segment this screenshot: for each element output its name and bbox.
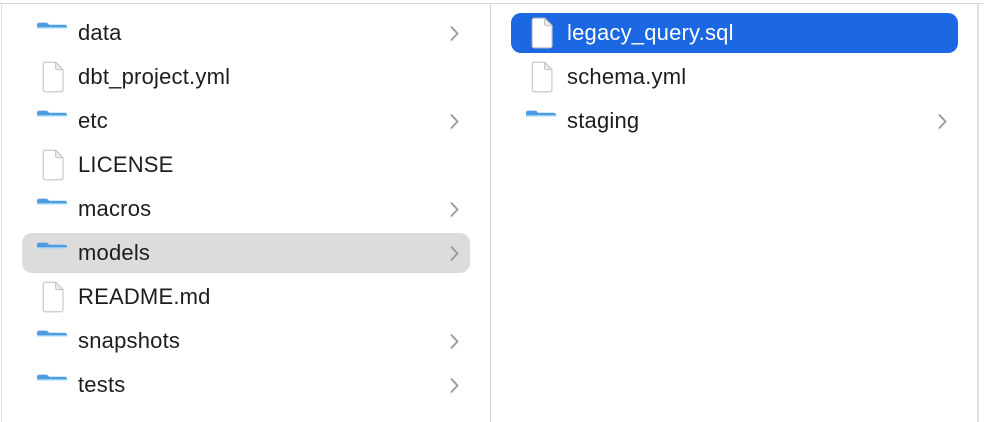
chevron-right-icon: [450, 25, 459, 42]
chevron-right-icon: [450, 245, 459, 262]
folder-icon: [35, 196, 69, 223]
file-label: schema.yml: [567, 64, 687, 89]
file-label: data: [78, 20, 122, 45]
row-models[interactable]: models: [22, 233, 470, 273]
file-label: staging: [567, 108, 640, 133]
row-dbt-project-yml[interactable]: dbt_project.yml: [22, 57, 470, 97]
row-legacy-query-sql[interactable]: legacy_query.sql: [511, 13, 958, 53]
row-staging[interactable]: staging: [511, 101, 958, 141]
file-label: LICENSE: [78, 152, 174, 177]
row-schema-yml[interactable]: schema.yml: [511, 57, 958, 97]
row-snapshots[interactable]: snapshots: [22, 321, 470, 361]
folder-icon: [35, 328, 69, 355]
file-label: models: [78, 240, 151, 265]
toolbar-divider: [0, 3, 984, 4]
folder-icon: [35, 108, 69, 135]
file-icon: [35, 281, 69, 313]
file-icon: [524, 17, 558, 49]
chevron-right-icon: [450, 201, 459, 218]
file-label: legacy_query.sql: [567, 20, 734, 45]
chevron-right-icon: [450, 377, 459, 394]
row-macros[interactable]: macros: [22, 189, 470, 229]
file-label: tests: [78, 372, 126, 397]
folder-icon: [35, 20, 69, 47]
file-icon: [524, 61, 558, 93]
column-divider[interactable]: [490, 4, 491, 422]
row-tests[interactable]: tests: [22, 365, 470, 405]
row-etc[interactable]: etc: [22, 101, 470, 141]
row-license[interactable]: LICENSE: [22, 145, 470, 185]
column-right: legacy_query.sql schema.yml staging: [491, 11, 978, 143]
folder-icon: [35, 240, 69, 267]
chevron-right-icon: [450, 333, 459, 350]
chevron-right-icon: [450, 113, 459, 130]
file-label: snapshots: [78, 328, 181, 353]
column-divider-right[interactable]: [977, 4, 979, 422]
row-readme-md[interactable]: README.md: [22, 277, 470, 317]
file-label: etc: [78, 108, 108, 133]
folder-icon: [524, 108, 558, 135]
chevron-right-icon: [938, 113, 947, 130]
folder-icon: [35, 372, 69, 399]
window-left-edge: [1, 4, 2, 422]
file-label: dbt_project.yml: [78, 64, 231, 89]
file-icon: [35, 61, 69, 93]
file-label: macros: [78, 196, 152, 221]
file-label: README.md: [78, 284, 211, 309]
column-left: data dbt_project.yml etc LICENSE: [2, 11, 490, 407]
file-icon: [35, 149, 69, 181]
row-data[interactable]: data: [22, 13, 470, 53]
